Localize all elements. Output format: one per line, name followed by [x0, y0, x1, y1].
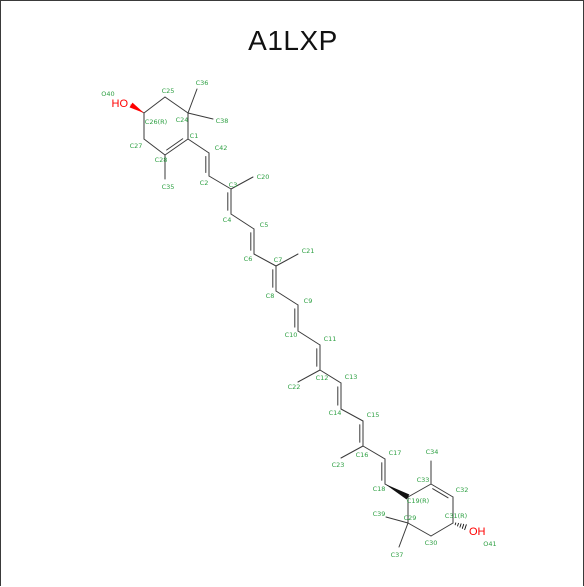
atom-label-c7: C7 [274, 256, 283, 264]
hydroxyl-label-oh40: HO [112, 98, 129, 110]
bond-c8-c9 [275, 290, 299, 306]
hash-c31-o41 [457, 522, 459, 527]
atom-label-c14: C14 [329, 409, 342, 417]
atom-label-c9: C9 [304, 297, 313, 305]
bond-c4-c5 [230, 213, 255, 230]
atom-label-o41: O41 [483, 540, 496, 548]
atom-label-c32: C32 [456, 486, 469, 494]
bond-c1-c28 [164, 138, 189, 156]
atom-label-c12: C12 [316, 374, 329, 382]
molecule-title: A1LXP [248, 25, 338, 56]
bond-c24-c36 [187, 88, 198, 114]
atom-label-c18: C18 [373, 485, 386, 493]
atom-label-c26: C26(R) [145, 118, 167, 126]
atom-label-c10: C10 [285, 331, 298, 339]
atom-label-c23: C23 [332, 461, 345, 469]
bond-c10-c11 [297, 330, 321, 346]
atom-label-c19: C19(R) [407, 497, 429, 505]
atom-label-c27: C27 [130, 142, 143, 150]
atom-label-c5: C5 [260, 221, 269, 229]
atom-label-c31: C31(R) [445, 512, 467, 520]
atom-label-c22: C22 [288, 383, 301, 391]
atom-label-c8: C8 [266, 292, 275, 300]
bond-c31-c30 [430, 522, 454, 537]
bond-c25-c24 [164, 96, 189, 114]
bond-c12-c22 [297, 369, 321, 383]
bond-c16-c17 [362, 445, 386, 460]
atom-label-c39: C39 [373, 510, 386, 518]
atom-label-c6: C6 [244, 255, 253, 263]
atom-label-c1: C1 [190, 132, 199, 140]
hash-c31-o41 [464, 524, 467, 531]
atom-label-c25: C25 [162, 87, 175, 95]
atom-label-c16: C16 [356, 451, 369, 459]
atom-label-c20: C20 [257, 173, 270, 181]
bond-c33-c32 [430, 483, 454, 498]
hydroxyl-label-oh41: OH [469, 526, 486, 538]
bond-c2-c3 [208, 175, 232, 190]
atom-label-c30: C30 [425, 539, 438, 547]
bond-c1-c42 [187, 138, 210, 154]
atom-label-c15: C15 [367, 411, 380, 419]
atom-label-c4: C4 [223, 216, 232, 224]
wedge-c18-c19 [385, 484, 410, 500]
hash-c31-o41 [459, 523, 462, 528]
bond-c16-c23 [340, 445, 364, 459]
atom-label-c2: C2 [200, 179, 209, 187]
hash-c31-o41 [454, 522, 457, 526]
atom-label-c21: C21 [302, 247, 315, 255]
atom-label-c37: C37 [391, 551, 404, 559]
bond-c12-c13 [319, 369, 342, 384]
atom-label-o40: O40 [101, 90, 114, 98]
atom-label-c17: C17 [389, 449, 402, 457]
bond-c19-c33 [407, 483, 432, 498]
bond-c28-c27 [143, 138, 166, 156]
hash-c31-o41 [461, 523, 465, 529]
bond-c14-c15 [340, 408, 364, 422]
bond-c29-c37 [398, 522, 409, 548]
atom-label-c42: C42 [215, 144, 228, 152]
bond-c26-c25 [143, 96, 166, 114]
atom-label-c35: C35 [162, 183, 175, 191]
atom-label-c36: C36 [196, 79, 209, 87]
bond-c29-c39 [385, 516, 409, 524]
wedge-c26-o40 [129, 102, 144, 113]
bond-c7-c21 [275, 253, 299, 267]
atom-label-c34: C34 [426, 448, 439, 456]
atom-label-c11: C11 [324, 335, 337, 343]
bond-c3-c20 [230, 176, 254, 190]
atom-label-c13: C13 [345, 373, 358, 381]
atom-label-c3: C3 [229, 181, 238, 189]
atom-label-c38: C38 [216, 117, 229, 125]
bond-c1-c28-second [166, 138, 184, 151]
bond-c30-c29 [407, 522, 432, 537]
atom-label-c29: C29 [404, 514, 417, 522]
bond-c33-c32-second [432, 488, 449, 499]
bond-c6-c7 [253, 253, 277, 267]
atom-label-c28: C28 [155, 156, 168, 164]
atom-label-c24: C24 [176, 116, 189, 124]
bond-c24-c38 [187, 112, 214, 120]
atom-label-c33: C33 [417, 476, 430, 484]
